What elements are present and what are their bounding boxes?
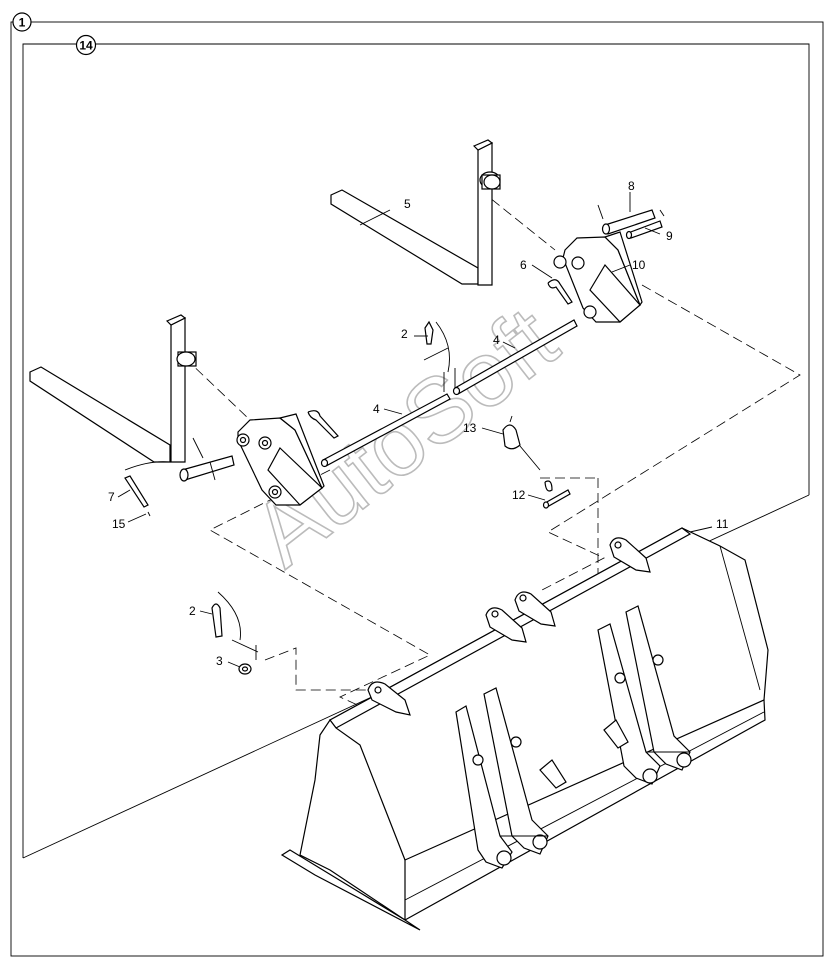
callout-2-top: 2 xyxy=(401,327,408,341)
pins-and-clips xyxy=(124,204,665,675)
inner-frame-label: 14 xyxy=(79,39,93,53)
long-shafts xyxy=(320,319,578,468)
callout-13: 13 xyxy=(463,421,477,435)
callout-9: 9 xyxy=(666,229,673,243)
inner-frame-badge xyxy=(75,34,97,56)
callout-2-bottom: 2 xyxy=(189,604,196,618)
callout-7: 7 xyxy=(108,490,115,504)
right-fork xyxy=(330,139,501,286)
callout-3: 3 xyxy=(216,654,223,668)
bucket xyxy=(280,527,769,931)
left-fork xyxy=(29,314,197,463)
right-bracket xyxy=(553,231,643,323)
callout-6: 6 xyxy=(520,258,527,272)
outer-frame xyxy=(10,21,824,957)
outer-frame-label: 1 xyxy=(19,16,26,30)
callout-15: 15 xyxy=(112,517,126,531)
callout-4-right: 4 xyxy=(493,333,500,347)
leader-lines xyxy=(117,192,713,668)
left-bracket xyxy=(236,413,325,506)
callout-11: 11 xyxy=(716,517,729,531)
callout-8: 8 xyxy=(628,179,635,193)
outer-frame-badge xyxy=(12,12,32,32)
callout-5: 5 xyxy=(404,197,411,211)
callout-4-left: 4 xyxy=(373,402,380,416)
callout-labels: 5 8 9 10 6 2 4 4 13 12 11 7 15 2 3 xyxy=(108,179,729,668)
inner-frame xyxy=(22,43,810,858)
callout-10: 10 xyxy=(632,258,646,272)
callout-12: 12 xyxy=(512,488,526,502)
